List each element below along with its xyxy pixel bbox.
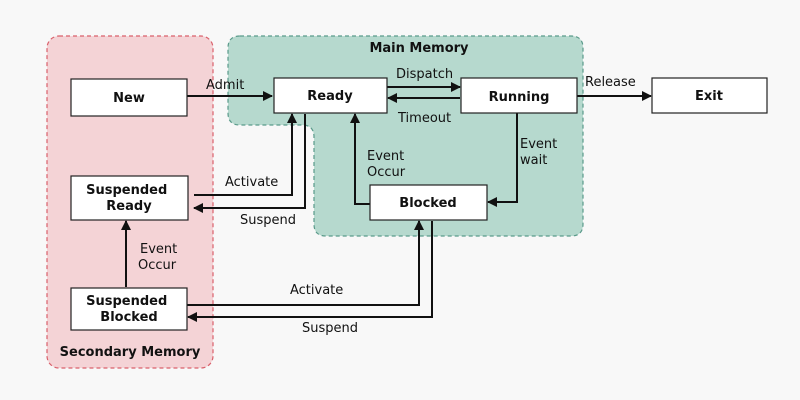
- node-suspended-blocked: Suspended Blocked: [70, 287, 188, 331]
- event-occur-main-arrow: [350, 113, 370, 205]
- node-exit: Exit: [651, 77, 768, 114]
- node-suspended-ready: Suspended Ready: [70, 175, 189, 221]
- svg-text:Running: Running: [489, 90, 550, 105]
- secondary-memory-label: Secondary Memory: [60, 345, 201, 360]
- main-memory-label: Main Memory: [369, 41, 469, 56]
- suspend-blocked-arrow: [187, 221, 433, 322]
- svg-text:Suspended Ready: Suspended Ready: [86, 183, 172, 214]
- svg-text:Suspended Blocked: Suspended Blocked: [86, 294, 172, 325]
- activate-blocked-label: Activate: [290, 283, 343, 298]
- svg-text:Blocked: Blocked: [399, 196, 456, 211]
- event-wait-label: Event wait: [520, 137, 561, 168]
- node-ready: Ready: [273, 77, 388, 114]
- svg-text:New: New: [113, 91, 145, 106]
- timeout-label: Timeout: [397, 111, 451, 126]
- event-occur-secondary-label: Event Occur: [138, 242, 181, 273]
- svg-text:Exit: Exit: [695, 89, 723, 104]
- activate-ready-label: Activate: [225, 175, 278, 190]
- activate-ready-arrow: [194, 113, 297, 196]
- suspend-blocked-label: Suspend: [302, 321, 358, 336]
- suspend-ready-label: Suspend: [240, 213, 296, 228]
- admit-label: Admit: [206, 78, 244, 93]
- svg-text:Ready: Ready: [307, 89, 353, 104]
- node-new: New: [70, 78, 188, 117]
- release-label: Release: [585, 75, 636, 90]
- event-wait-arrow: [487, 113, 518, 207]
- node-blocked: Blocked: [369, 184, 488, 221]
- dispatch-label: Dispatch: [396, 67, 453, 82]
- event-occur-main-label: Event Occur: [367, 149, 408, 180]
- node-running: Running: [460, 77, 578, 114]
- suspend-ready-arrow: [193, 114, 306, 213]
- activate-blocked-arrow: [187, 220, 424, 306]
